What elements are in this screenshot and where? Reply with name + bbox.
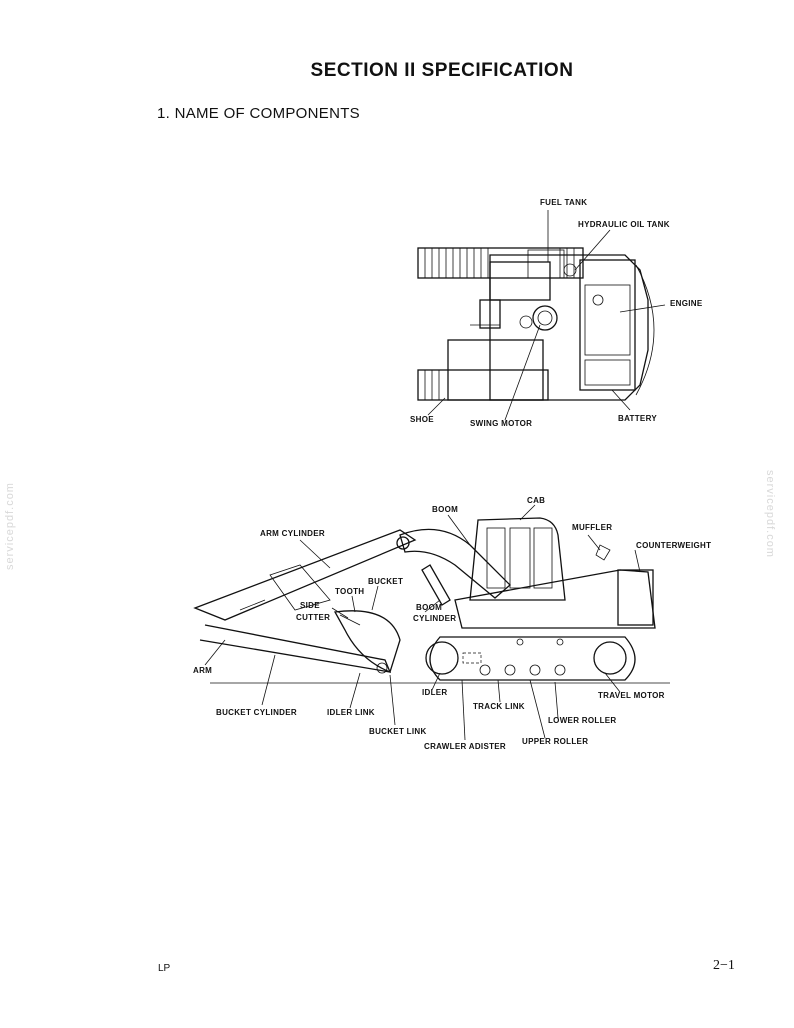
label-idler-link: IDLER LINK [327,708,375,717]
label-tooth: TOOTH [335,587,365,596]
label-track-link: TRACK LINK [473,702,525,711]
label-bucket-link: BUCKET LINK [369,727,427,736]
label-bucket: BUCKET [368,577,404,586]
label-swing-motor: SWING MOTOR [470,419,533,428]
label-fuel-tank: FUEL TANK [540,198,588,207]
label-boom-cylinder-2: CYLINDER [413,614,457,623]
page-number: 2−1 [713,958,735,973]
label-cab: CAB [527,496,546,505]
section-title: SECTION II SPECIFICATION [310,60,574,81]
label-idler: IDLER [422,688,448,697]
label-arm-cylinder: ARM CYLINDER [260,529,325,538]
label-muffler: MUFFLER [572,523,613,532]
top-view-diagram [417,210,666,421]
label-battery: BATTERY [618,414,657,423]
label-engine: ENGINE [670,299,703,308]
label-bucket-cylinder: BUCKET CYLINDER [216,708,297,717]
label-boom-cylinder-1: BOOM [416,603,443,612]
subsection-title: 1. NAME OF COMPONENTS [157,105,360,122]
label-boom: BOOM [432,505,459,514]
label-arm: ARM [193,666,213,675]
label-lower-roller: LOWER ROLLER [548,716,617,725]
label-cutter: CUTTER [296,613,331,622]
label-crawler-adjuster: CRAWLER ADISTER [424,742,506,751]
footer-code: LP [158,963,171,974]
watermark-right: servicepdf.com [764,470,776,558]
label-travel-motor: TRAVEL MOTOR [598,691,665,700]
label-side: SIDE [300,601,320,610]
watermark-left: servicepdf.com [4,482,16,570]
label-upper-roller: UPPER ROLLER [522,737,589,746]
label-shoe: SHOE [410,415,434,424]
label-counterweight: COUNTERWEIGHT [636,541,712,550]
side-view-diagram [193,504,670,741]
label-hydraulic-oil-tank: HYDRAULIC OIL TANK [578,220,670,229]
